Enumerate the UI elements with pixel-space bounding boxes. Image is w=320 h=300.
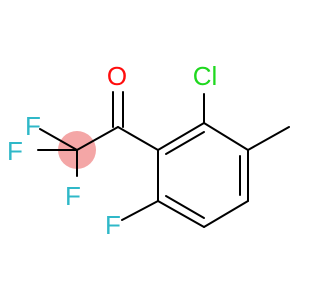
ring-bond-1 [157, 122, 205, 151]
chlorine-atom-label: Cl [193, 61, 218, 91]
ring-bond-4 [203, 200, 249, 228]
fluorine-bottom-label: F [65, 181, 81, 211]
fluorine-top-label: F [25, 111, 41, 141]
fluorine-left-label: F [7, 136, 23, 166]
cf-bond-top [39, 128, 78, 151]
carbonyl-carbon-bond [117, 126, 159, 151]
fluorine-ring-label: F [105, 210, 121, 240]
structure-canvas: O Cl F F F F [7, 61, 290, 240]
ring-bond-5 [157, 200, 205, 228]
molecule-diagram: O Cl F F F F [7, 61, 290, 240]
oxygen-atom-label: O [107, 61, 127, 91]
methyl-bond [247, 126, 290, 151]
ring-bond-2 [203, 122, 249, 151]
trifluoromethyl-bond [76, 126, 119, 151]
ring-double-inner-3 [165, 195, 205, 219]
ring-double-inner-1 [165, 131, 205, 155]
ring-fluorine-bond [121, 200, 159, 221]
